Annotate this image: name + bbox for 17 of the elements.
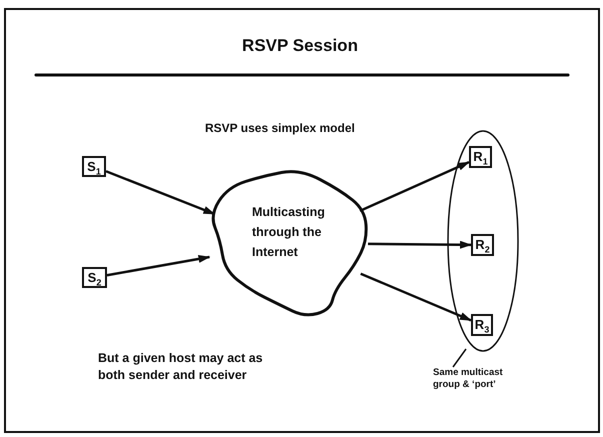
arrow — [359, 161, 470, 212]
host-box: R$_{2}$ — [471, 234, 494, 256]
group-note: Same multicast group & ‘port’ — [433, 367, 513, 391]
arrow — [360, 272, 472, 322]
host-box: R$_{1}$ — [469, 146, 492, 168]
slide-title: RSVP Session — [241, 36, 359, 56]
multicast-group-ellipse — [447, 130, 519, 352]
arrow — [106, 170, 216, 216]
note-text: But a given host may act as both sender and receiver — [98, 350, 264, 384]
arrow — [368, 240, 472, 249]
subtitle: RSVP uses simplex model — [205, 121, 356, 135]
host-box: S$_{2}$ — [82, 267, 107, 288]
arrow — [106, 255, 210, 276]
leader-line — [452, 348, 467, 368]
cloud-label: Multicasting through the Internet — [252, 204, 326, 261]
host-box: S$_{1}$ — [82, 156, 106, 177]
host-box: R$_{3}$ — [471, 314, 493, 336]
